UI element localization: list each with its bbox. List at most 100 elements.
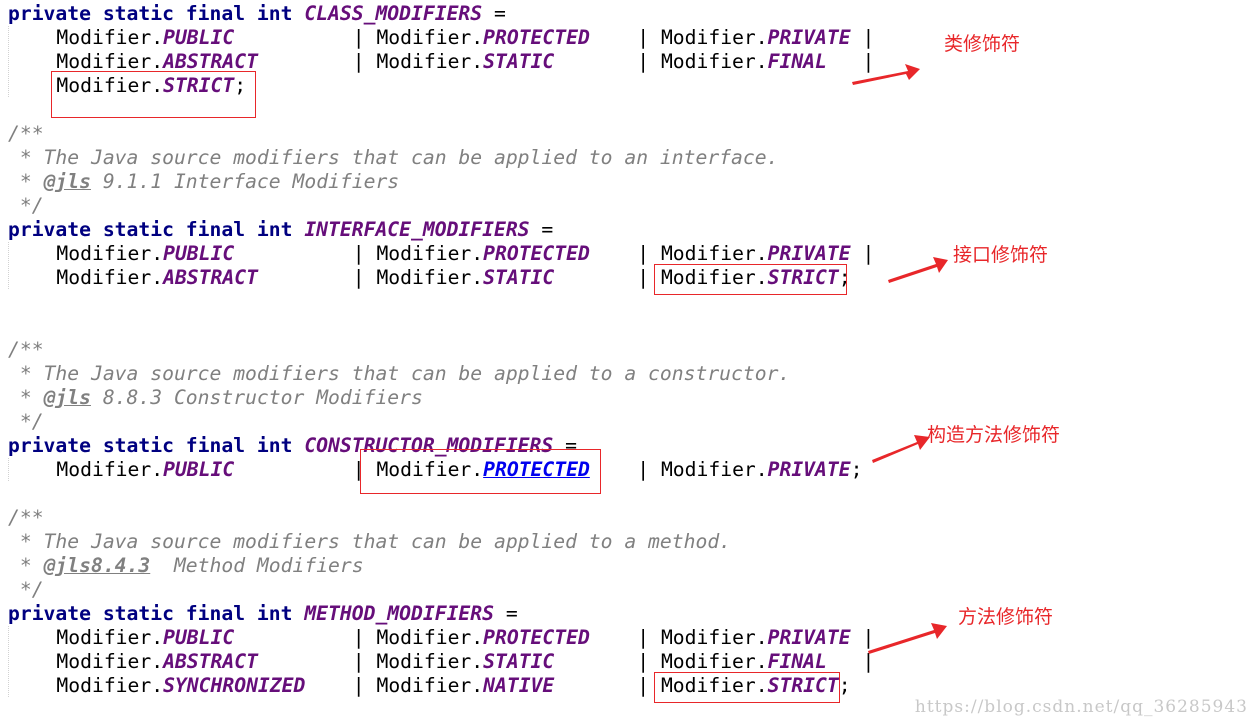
code-token: ABSTRACT bbox=[163, 650, 258, 673]
code-token: | Modifier. bbox=[589, 242, 768, 265]
code-token: INTERFACE_MODIFIERS bbox=[304, 218, 530, 241]
code-token: PRIVATE bbox=[767, 242, 851, 265]
code-token: * bbox=[8, 554, 44, 577]
code-token: = bbox=[553, 434, 577, 457]
code-token: NATIVE bbox=[483, 674, 555, 697]
code-line: Modifier.PUBLIC | Modifier.PROTECTED | M… bbox=[8, 626, 874, 650]
code-token: ; bbox=[234, 74, 247, 97]
code-token: | Modifier. bbox=[554, 650, 768, 673]
code-line: */ bbox=[8, 578, 44, 602]
code-token: private static final int bbox=[8, 434, 305, 457]
code-token: Modifier. bbox=[8, 674, 164, 697]
code-token: private static final int bbox=[8, 218, 305, 241]
code-token: CLASS_MODIFIERS bbox=[304, 2, 483, 25]
code-token: PUBLIC bbox=[163, 458, 235, 481]
code-token: ABSTRACT bbox=[163, 266, 258, 289]
code-token: | Modifier. bbox=[257, 266, 484, 289]
code-token: Modifier. bbox=[8, 458, 164, 481]
code-token: | bbox=[850, 242, 875, 265]
code-token: PUBLIC bbox=[163, 626, 235, 649]
code-token: */ bbox=[8, 194, 44, 217]
code-token: | bbox=[850, 26, 875, 49]
code-line: Modifier.ABSTRACT | Modifier.STATIC | Mo… bbox=[8, 266, 851, 290]
code-token: Modifier. bbox=[8, 50, 164, 73]
code-token: | Modifier. bbox=[257, 650, 484, 673]
code-token: | Modifier. bbox=[234, 458, 484, 481]
code-line: * @jls 8.8.3 Constructor Modifiers bbox=[8, 386, 423, 410]
code-token: * The Java source modifiers that can be … bbox=[8, 530, 732, 553]
code-token: @jls8.4.3 bbox=[43, 554, 151, 577]
code-line: /** bbox=[8, 506, 44, 530]
code-line: private static final int METHOD_MODIFIER… bbox=[8, 602, 518, 626]
code-token: PUBLIC bbox=[163, 242, 235, 265]
code-token: = bbox=[529, 218, 554, 241]
code-line: Modifier.PUBLIC | Modifier.PROTECTED | M… bbox=[8, 26, 874, 50]
annotation-method-modifiers: 方法修饰符 bbox=[958, 606, 1054, 628]
highlight-box-constructor-protected bbox=[360, 449, 601, 494]
arrow-interface-modifiers bbox=[888, 257, 948, 283]
watermark: https://blog.csdn.net/qq_36285943 bbox=[914, 697, 1248, 717]
code-line: */ bbox=[8, 410, 44, 434]
annotation-constructor-modifiers: 构造方法修饰符 bbox=[927, 424, 1061, 446]
code-token: CONSTRUCTOR_MODIFIERS bbox=[304, 434, 554, 457]
code-line: * The Java source modifiers that can be … bbox=[8, 362, 790, 386]
code-token: | bbox=[850, 626, 875, 649]
code-token: = bbox=[493, 602, 518, 625]
code-token: * bbox=[8, 170, 44, 193]
code-token: PROTECTED bbox=[483, 458, 590, 481]
code-token: ; bbox=[838, 674, 851, 697]
code-token: private static final int bbox=[8, 2, 305, 25]
code-token: | Modifier. bbox=[589, 26, 768, 49]
code-token: PRIVATE bbox=[767, 26, 851, 49]
code-token: Modifier. bbox=[8, 650, 164, 673]
code-token: | Modifier. bbox=[589, 626, 768, 649]
code-line: /** bbox=[8, 122, 44, 146]
highlight-box-interface-strict bbox=[654, 264, 847, 295]
code-line: /** bbox=[8, 338, 44, 362]
arrow-class-modifiers bbox=[852, 64, 920, 85]
code-token: PROTECTED bbox=[483, 626, 590, 649]
code-token: Method Modifiers bbox=[150, 554, 364, 577]
code-token: @jls bbox=[43, 386, 91, 409]
code-token: ABSTRACT bbox=[163, 50, 258, 73]
code-token: PUBLIC bbox=[163, 26, 235, 49]
code-token: | bbox=[826, 650, 875, 673]
code-token: STRICT bbox=[163, 74, 235, 97]
code-token: STATIC bbox=[483, 650, 555, 673]
code-token: Modifier. bbox=[8, 74, 164, 97]
code-line: private static final int CONSTRUCTOR_MOD… bbox=[8, 434, 577, 458]
code-line: * The Java source modifiers that can be … bbox=[8, 530, 731, 554]
code-token: * bbox=[8, 386, 44, 409]
arrow-constructor-modifiers bbox=[872, 435, 930, 463]
code-token: */ bbox=[8, 578, 44, 601]
code-token: ; bbox=[838, 266, 851, 289]
code-token: SYNCHRONIZED bbox=[163, 674, 306, 697]
code-line: * The Java source modifiers that can be … bbox=[8, 146, 779, 170]
code-token: PRIVATE bbox=[767, 458, 851, 481]
code-token: @jls bbox=[43, 170, 91, 193]
code-token: */ bbox=[8, 410, 44, 433]
code-line: * @jls8.4.3 Method Modifiers bbox=[8, 554, 364, 578]
code-line: Modifier.PUBLIC | Modifier.PROTECTED | M… bbox=[8, 242, 874, 266]
code-token: Modifier. bbox=[8, 26, 164, 49]
highlight-box-class-strict bbox=[51, 71, 256, 118]
code-token: STATIC bbox=[483, 50, 555, 73]
code-line: Modifier.STRICT; bbox=[8, 74, 246, 98]
code-token: METHOD_MODIFIERS bbox=[304, 602, 494, 625]
annotation-interface-modifiers: 接口修饰符 bbox=[953, 244, 1049, 266]
code-token: | Modifier. bbox=[554, 266, 768, 289]
code-line: private static final int INTERFACE_MODIF… bbox=[8, 218, 553, 242]
code-token: ; bbox=[850, 458, 863, 481]
code-token: /** bbox=[8, 338, 44, 361]
code-token: | Modifier. bbox=[234, 26, 484, 49]
code-token: | Modifier. bbox=[589, 458, 768, 481]
code-token: = bbox=[482, 2, 506, 25]
code-token: 8.8.3 Constructor Modifiers bbox=[90, 386, 423, 409]
code-token: | Modifier. bbox=[554, 50, 768, 73]
code-line: Modifier.ABSTRACT | Modifier.STATIC | Mo… bbox=[8, 650, 874, 674]
code-token: Modifier. bbox=[8, 266, 164, 289]
code-token: PRIVATE bbox=[767, 626, 851, 649]
code-token: /** bbox=[8, 506, 44, 529]
code-line: * @jls 9.1.1 Interface Modifiers bbox=[8, 170, 399, 194]
